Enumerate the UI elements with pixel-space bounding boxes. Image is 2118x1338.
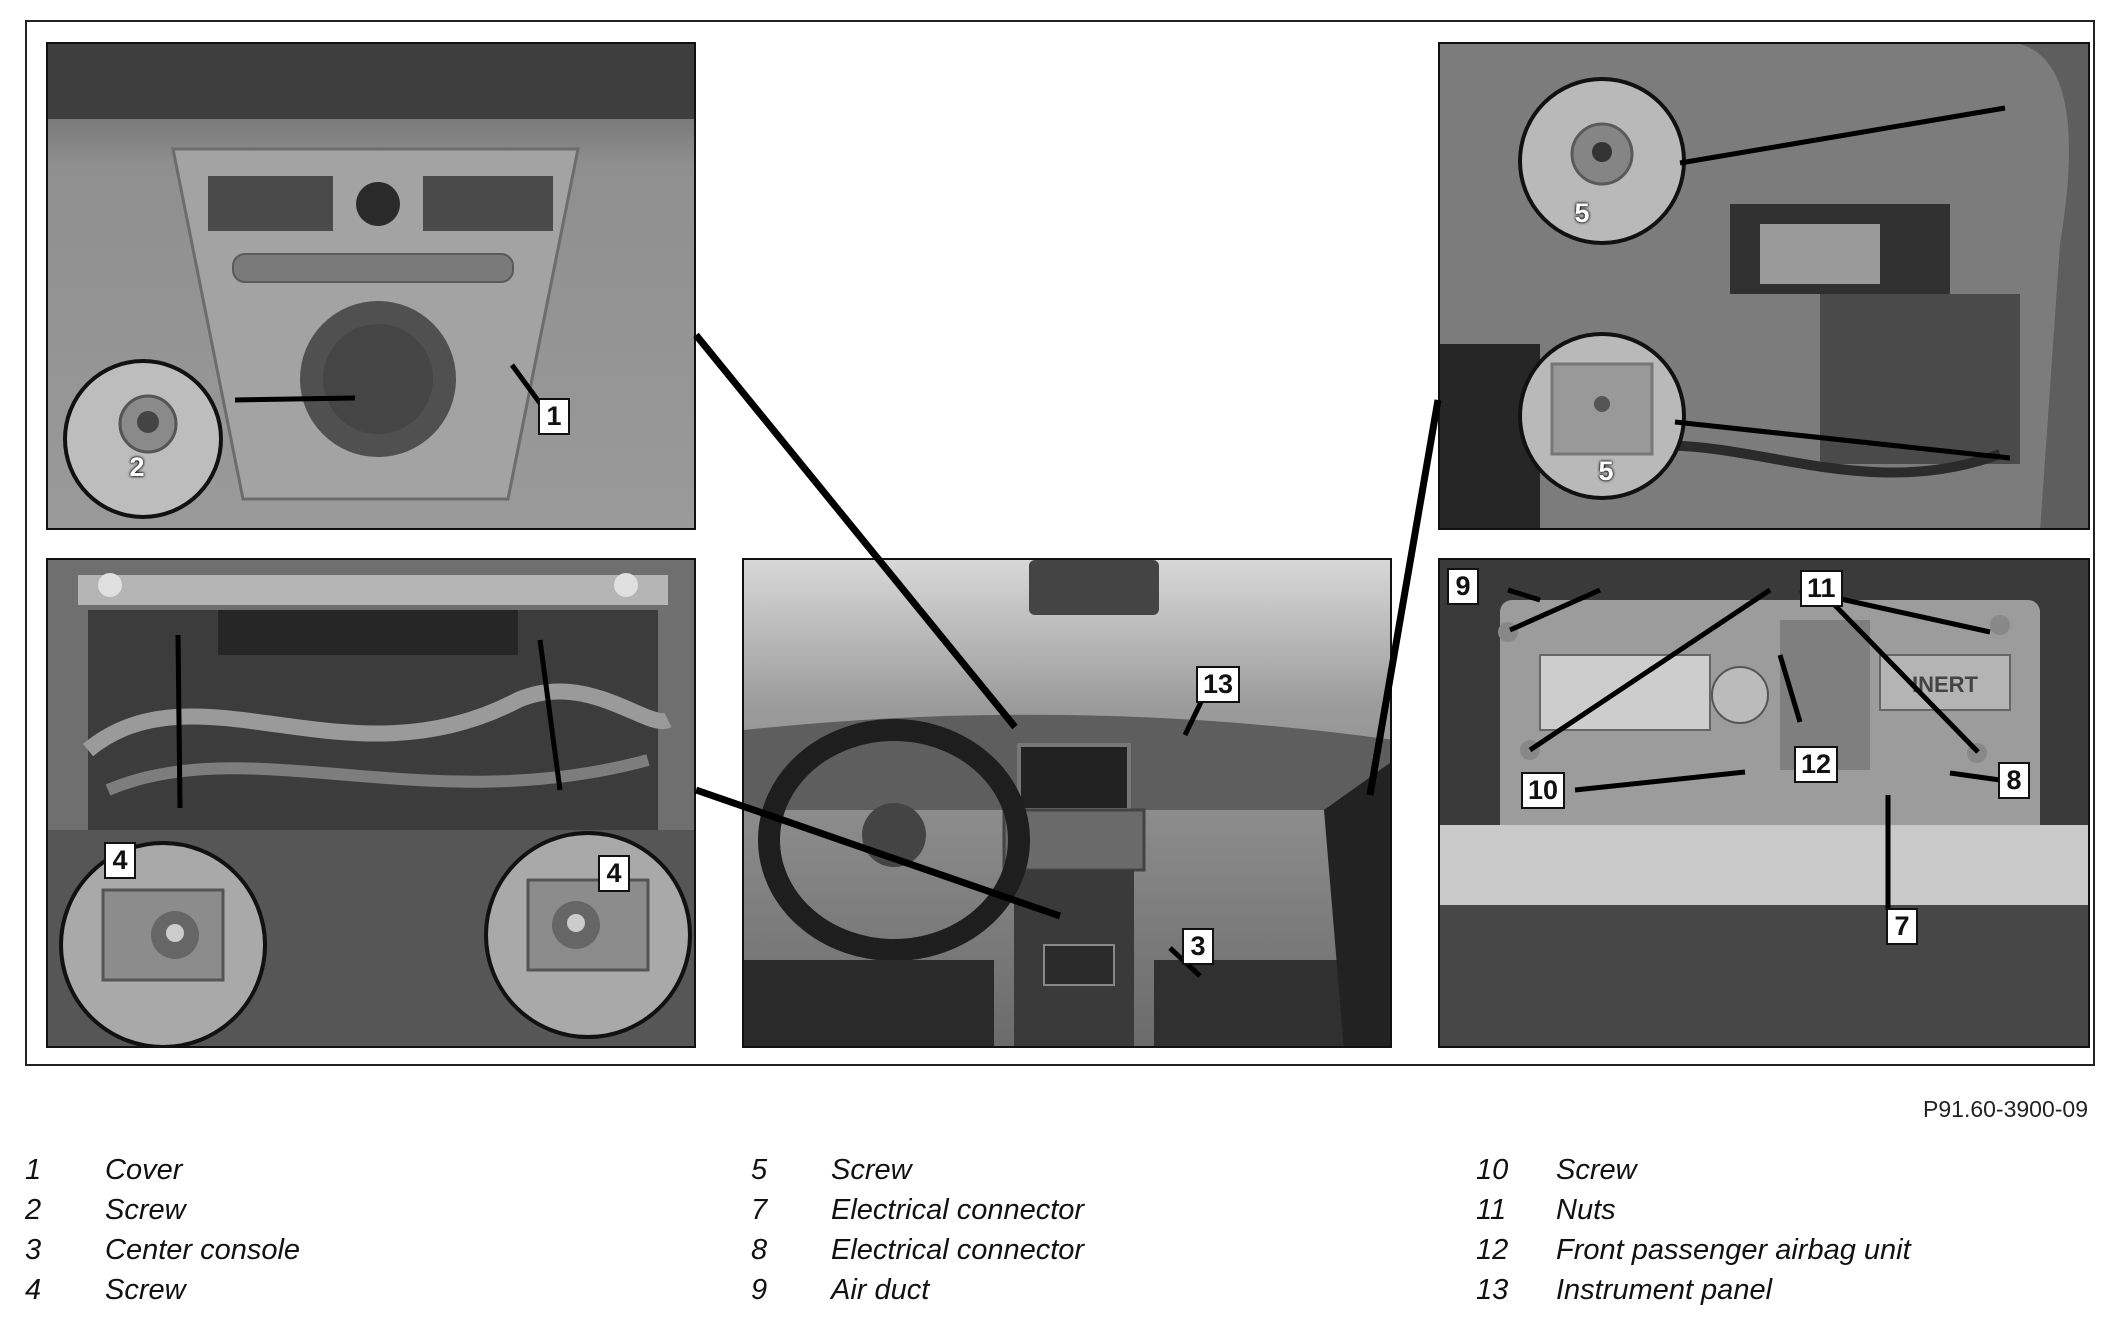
callout-4-left: 4 [104, 842, 136, 879]
photo-center-console-screws [46, 558, 696, 1048]
callout-5-lower: 5 [1598, 456, 1614, 486]
legend-label: Center console [105, 1233, 301, 1266]
legend-item: 12 Front passenger airbag unit [1476, 1230, 1911, 1270]
legend-item: 10 Screw [1476, 1150, 1911, 1190]
legend-label: Screw [105, 1273, 186, 1306]
callout-1: 1 [538, 398, 570, 435]
callout-13: 13 [1196, 666, 1241, 703]
callout-9: 9 [1447, 568, 1479, 605]
legend-label: Cover [105, 1153, 183, 1186]
legend-label: Instrument panel [1556, 1273, 1773, 1306]
legend-item: 1 Cover [25, 1150, 300, 1190]
callout-3: 3 [1182, 928, 1214, 965]
legend-number: 1 [25, 1153, 42, 1186]
legend-item: 3 Center console [25, 1230, 300, 1270]
legend-number: 13 [1476, 1273, 1509, 1306]
callout-10: 10 [1521, 772, 1566, 809]
legend-item: 13 Instrument panel [1476, 1270, 1911, 1310]
legend-number: 2 [25, 1193, 42, 1226]
inert-label: INERT [1912, 672, 1979, 697]
legend-label: Front passenger airbag unit [1556, 1233, 1911, 1266]
legend-number: 10 [1476, 1153, 1509, 1186]
legend-number: 5 [751, 1153, 768, 1186]
photo-cockpit-overview [742, 558, 1392, 1048]
legend-number: 3 [25, 1233, 42, 1266]
figure-id: P91.60-3900-09 [1923, 1096, 2088, 1122]
callout-12: 12 [1794, 746, 1839, 783]
legend-item: 5 Screw [751, 1150, 1084, 1190]
legend-number: 9 [751, 1273, 768, 1306]
photo-cover-removal [46, 42, 696, 530]
legend-label: Screw [831, 1153, 912, 1186]
legend-label: Nuts [1556, 1193, 1616, 1226]
legend-number: 8 [751, 1233, 768, 1266]
legend-number: 12 [1476, 1233, 1509, 1266]
legend-number: 4 [25, 1273, 42, 1306]
legend-item: 9 Air duct [751, 1270, 1084, 1310]
callout-5-upper: 5 [1574, 198, 1590, 228]
legend-label: Screw [105, 1193, 186, 1226]
photo-instrument-panel-screws [1438, 42, 2090, 530]
callout-8: 8 [1998, 762, 2030, 799]
legend-label: Air duct [831, 1273, 930, 1306]
legend-label: Electrical connector [831, 1233, 1085, 1266]
legend-item: 7 Electrical connector [751, 1190, 1084, 1230]
callout-7: 7 [1886, 908, 1918, 945]
legend-item: 11 Nuts [1476, 1190, 1911, 1230]
callout-11: 11 [1800, 570, 1843, 607]
legend-number: 11 [1476, 1193, 1507, 1226]
legend-item: 4 Screw [25, 1270, 300, 1310]
callout-4-right: 4 [598, 855, 630, 892]
legend-column-3: 10 Screw 11 Nuts 12 Front passenger airbag … [1476, 1150, 1911, 1310]
legend-item: 2 Screw [25, 1190, 300, 1230]
legend-label: Screw [1556, 1153, 1637, 1186]
legend-label: Electrical connector [831, 1193, 1085, 1226]
legend-number: 7 [751, 1193, 768, 1226]
callout-2: 2 [129, 452, 145, 482]
legend-item: 8 Electrical connector [751, 1230, 1084, 1270]
